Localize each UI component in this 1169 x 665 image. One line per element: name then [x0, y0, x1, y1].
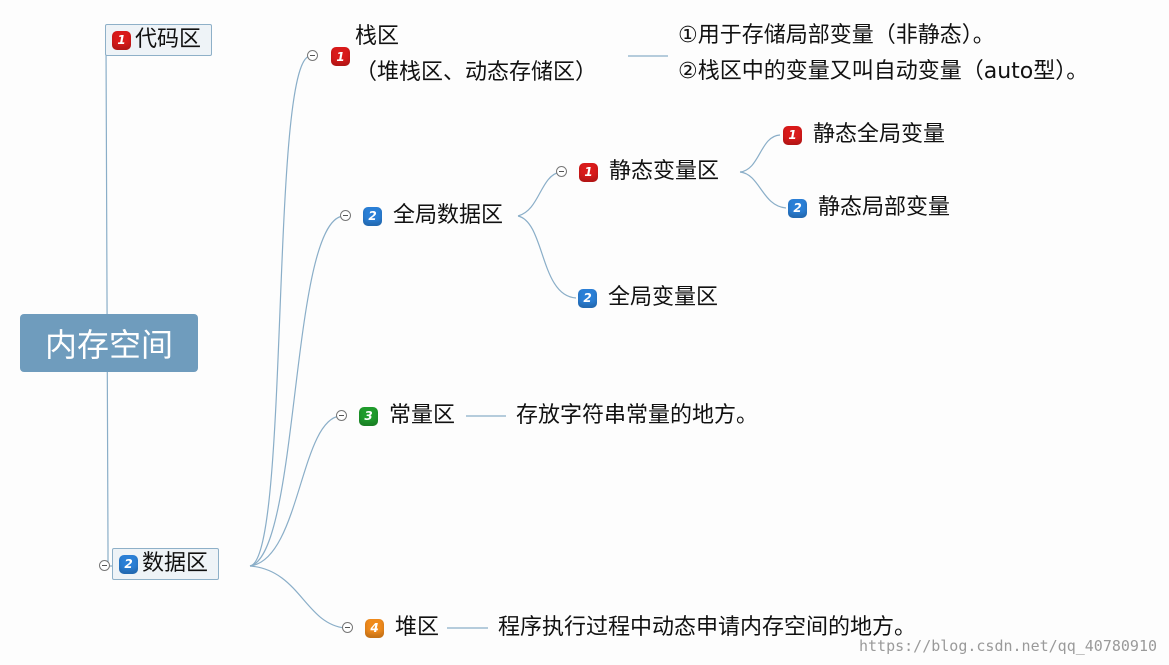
collapse-toggle-icon[interactable]: [307, 50, 318, 61]
collapse-toggle-icon[interactable]: [336, 410, 347, 421]
node-static-local[interactable]: 2 静态局部变量: [788, 195, 950, 221]
stack-note-1[interactable]: ①用于存储局部变量（非静态）。: [678, 23, 995, 48]
link-data-stack: [249, 55, 311, 567]
node-label: 数据区: [142, 551, 209, 576]
link-global-globalvar: [517, 215, 577, 299]
priority-badge-icon: 1: [579, 162, 598, 182]
collapse-toggle-icon[interactable]: [342, 622, 353, 633]
link-global-static: [517, 171, 561, 217]
node-global-var[interactable]: 2 全局变量区: [578, 285, 718, 311]
node-data-area[interactable]: 2 数据区: [112, 548, 220, 580]
node-heap[interactable]: 4 堆区: [365, 615, 439, 641]
priority-badge-icon: 1: [783, 125, 802, 145]
priority-badge-icon: 1: [331, 47, 350, 66]
node-label: 全局数据区: [393, 203, 504, 228]
priority-badge-icon: 4: [365, 618, 384, 638]
node-const[interactable]: 3 常量区: [359, 403, 455, 429]
node-stack[interactable]: 栈区: [355, 24, 399, 50]
link-data-global: [249, 215, 344, 567]
node-global-data[interactable]: 2 全局数据区: [363, 203, 503, 229]
root-label: 内存空间: [44, 326, 173, 364]
priority-badge-icon: 2: [363, 206, 382, 226]
collapse-toggle-icon[interactable]: [340, 210, 351, 221]
stack-note-2[interactable]: ②栈区中的变量又叫自动变量（auto型）。: [678, 59, 1089, 84]
node-code-area[interactable]: 1 代码区: [105, 24, 213, 56]
link-static-global: [739, 134, 781, 173]
node-label: 常量区: [389, 403, 456, 428]
node-label: 静态变量区: [609, 159, 720, 184]
node-label: 静态局部变量: [818, 195, 951, 220]
node-static-area[interactable]: 1 静态变量区: [579, 159, 719, 185]
priority-badge-icon: 2: [578, 288, 597, 308]
priority-badge-icon: 1: [112, 30, 131, 50]
node-label: 代码区: [135, 27, 202, 52]
node-label: 静态全局变量: [813, 122, 946, 147]
heap-note[interactable]: 程序执行过程中动态申请内存空间的地方。: [498, 615, 917, 640]
node-label: 全局变量区: [608, 285, 719, 310]
node-label: 栈区: [355, 24, 400, 49]
link-static-local: [739, 171, 787, 209]
priority-badge-icon: 2: [119, 554, 138, 574]
link-data-const: [249, 415, 341, 567]
link-root-code: [105, 41, 110, 549]
const-note[interactable]: 存放字符串常量的地方。: [516, 403, 759, 428]
collapse-toggle-icon[interactable]: [99, 560, 110, 571]
priority-badge-icon: 2: [788, 198, 807, 218]
collapse-toggle-icon[interactable]: [556, 166, 567, 177]
node-stack-sublabel: （堆栈区、动态存储区）: [355, 60, 598, 85]
node-label: 堆区: [395, 615, 440, 640]
link-data-heap: [249, 565, 346, 629]
watermark: https://blog.csdn.net/qq_40780910: [858, 637, 1157, 655]
priority-badge-icon: 3: [359, 406, 378, 426]
root-topic[interactable]: 内存空间: [20, 314, 198, 372]
node-static-global[interactable]: 1 静态全局变量: [783, 122, 945, 148]
